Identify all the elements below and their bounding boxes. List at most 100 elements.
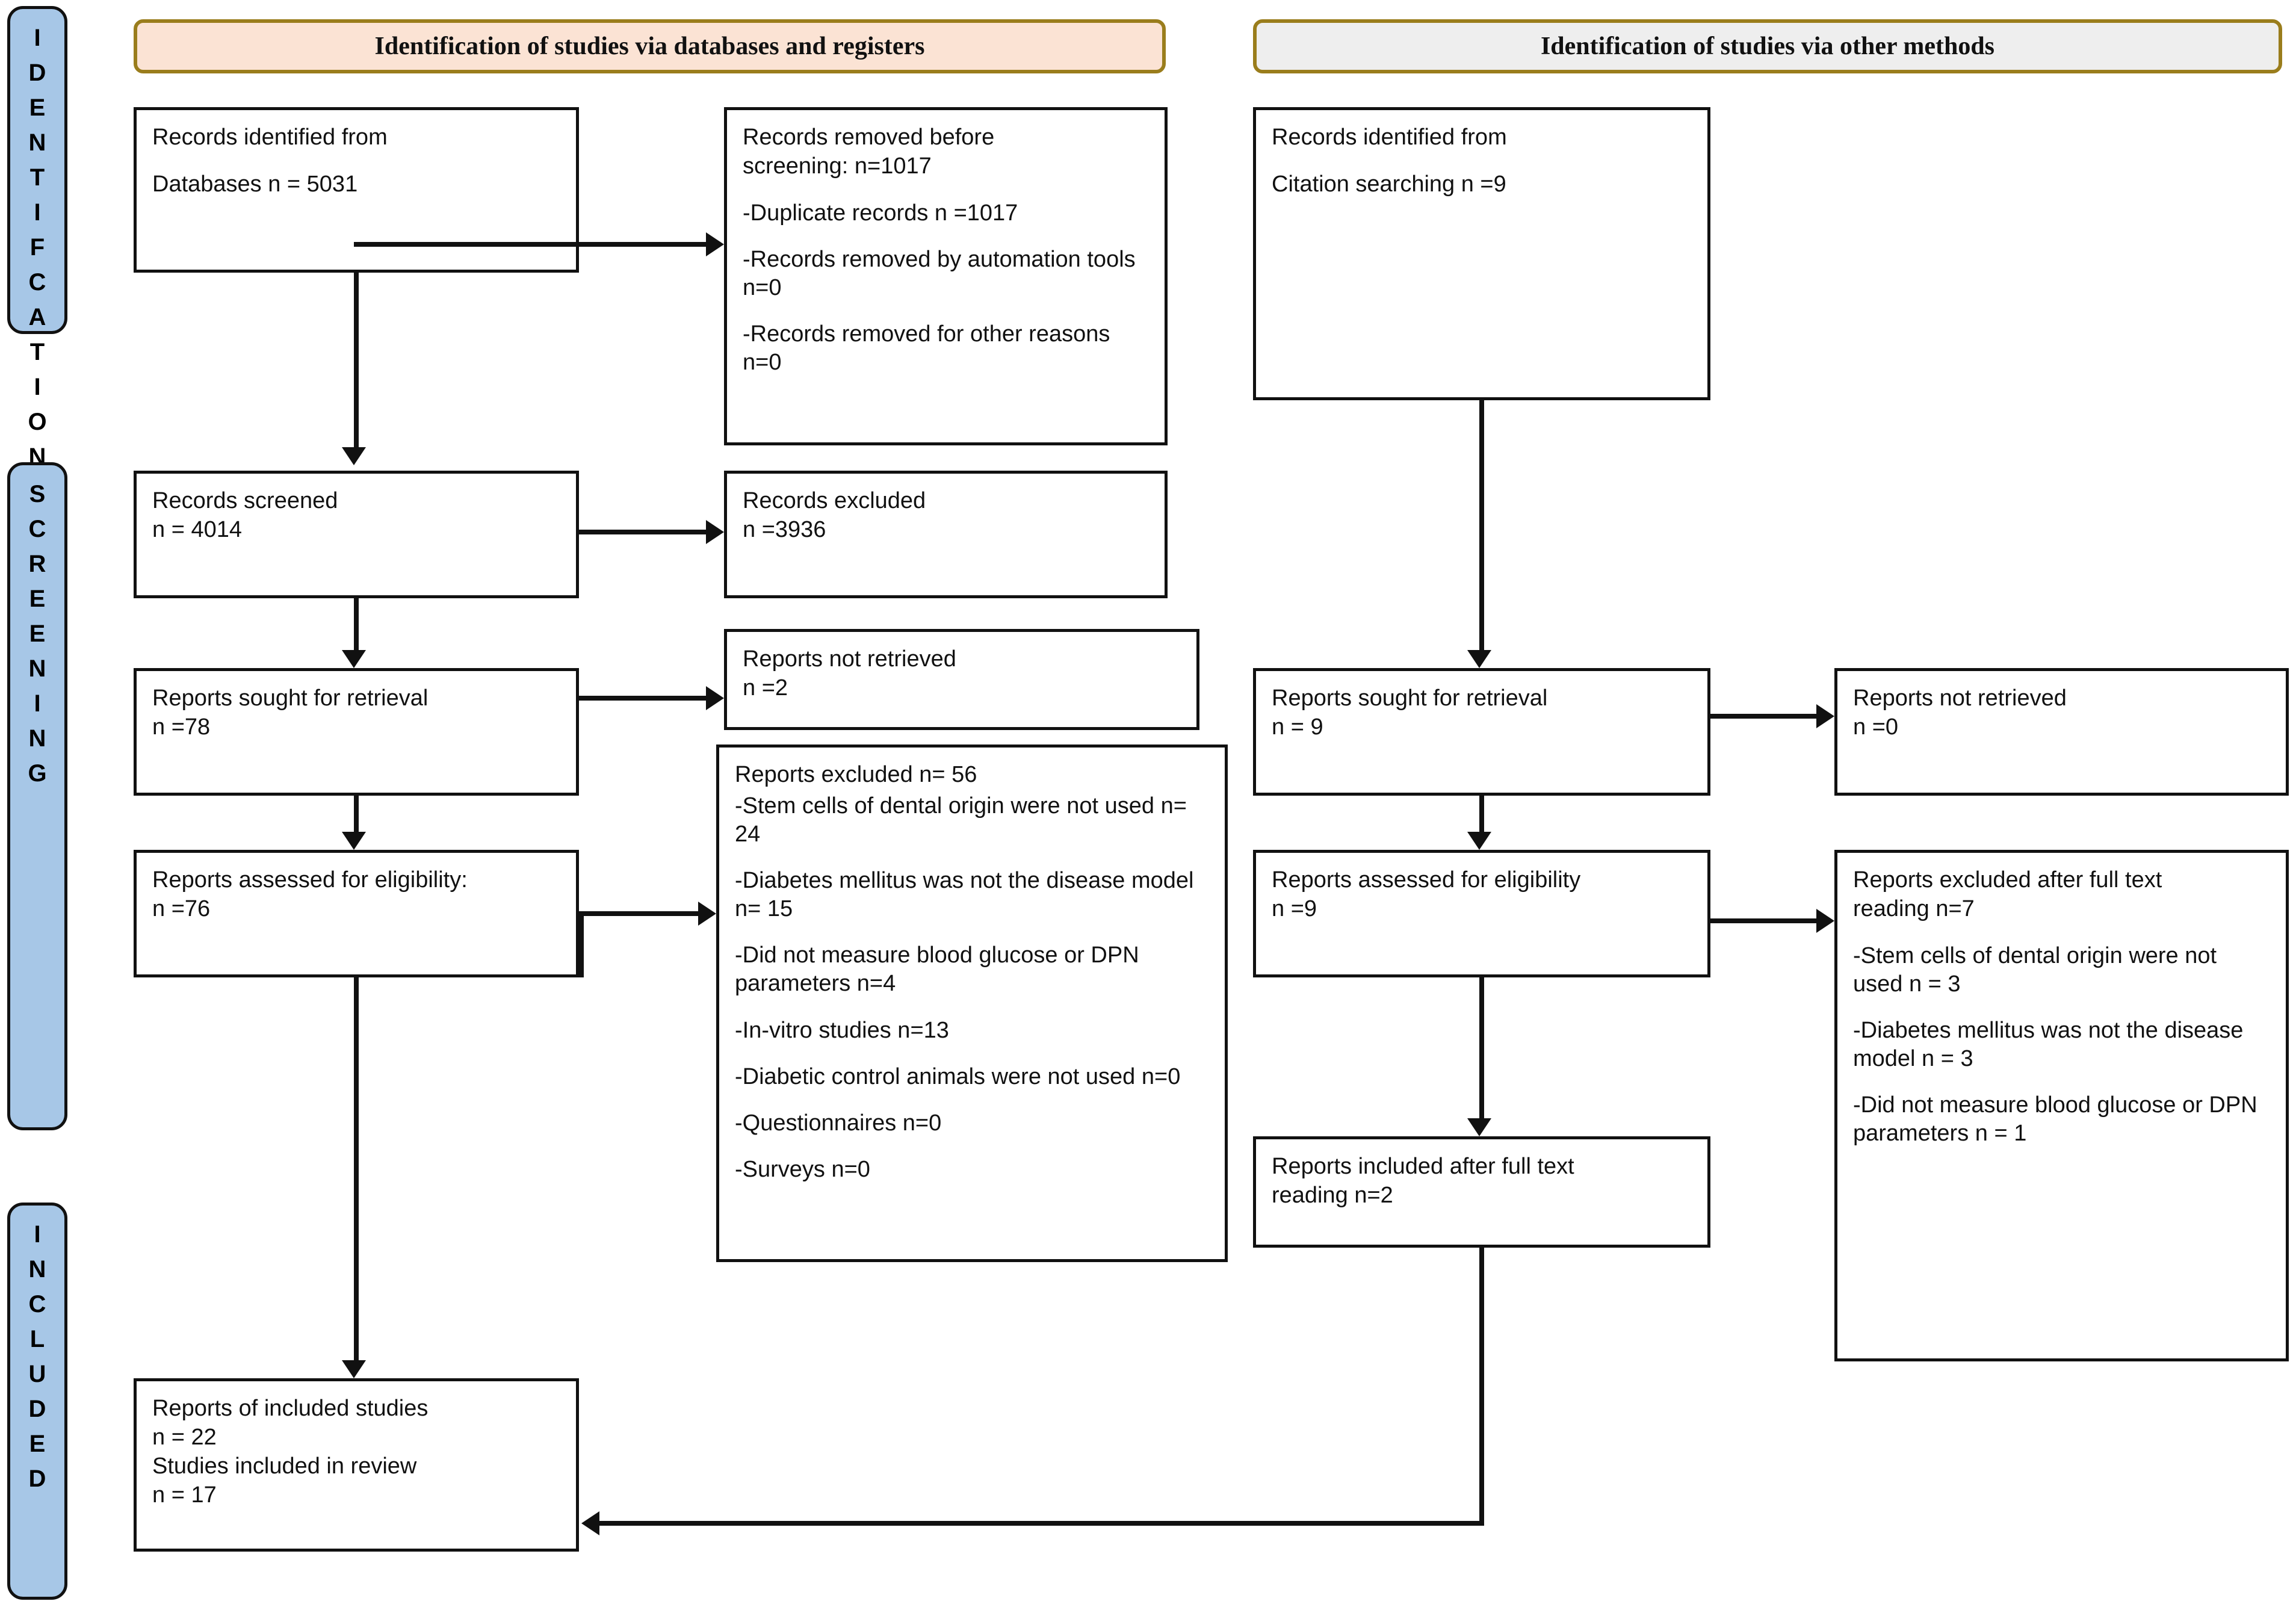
connector-assessed-to-included-right	[1479, 977, 1484, 1118]
box-records-excluded: Records excluded n =3936	[724, 471, 1168, 598]
box-reports-assessed-eligibility-right: Reports assessed for eligibility n =9	[1253, 850, 1710, 977]
arrow-screened-to-excluded	[706, 520, 724, 544]
records-identified-citation-line2: Citation searching n =9	[1272, 171, 1506, 197]
arrow-assessed-to-excluded-right	[1816, 909, 1834, 933]
arrow-citation-to-sought-right	[1467, 650, 1491, 668]
reports-excluded-full-text-title-line2: reading n=7	[1853, 896, 1975, 921]
stage-band-screening-label: SCREENING	[24, 481, 51, 795]
reports-assessed-right-line1: Reports assessed for eligibility	[1272, 867, 1581, 893]
reports-excluded-full-text-reason-list: -Stem cells of dental origin were not us…	[1853, 942, 2270, 1148]
reports-assessed-left-line2: n =76	[152, 896, 211, 921]
box-records-identified-citation: Records identified from Citation searchi…	[1253, 107, 1710, 400]
stage-band-included-label: INCLUDED	[24, 1221, 51, 1500]
records-screened-line2: n = 4014	[152, 516, 242, 542]
box-records-screened: Records screened n = 4014	[134, 471, 579, 598]
records-screened-line1: Records screened	[152, 488, 338, 513]
arrow-sought-to-assessed-left	[342, 832, 366, 850]
reports-excluded-56-reason-item: -Diabetes mellitus was not the disease m…	[735, 868, 1194, 922]
connector-sought-to-assessed-left	[354, 796, 359, 832]
stage-band-screening: SCREENING	[7, 462, 67, 1130]
box-reports-excluded-full-text: Reports excluded after full text reading…	[1834, 850, 2289, 1361]
records-removed-reason-item: -Duplicate records n =1017	[743, 200, 1018, 226]
reports-included-line2: n = 22	[152, 1424, 217, 1450]
records-excluded-line2: n =3936	[743, 516, 826, 542]
reports-included-line1: Reports of included studies	[152, 1396, 429, 1421]
records-removed-title-line1: Records removed before	[743, 125, 995, 150]
reports-excluded-56-reason-item: -Did not measure blood glucose or DPN pa…	[735, 943, 1139, 997]
arrow-identified-to-removed	[706, 232, 724, 256]
reports-sought-left-line1: Reports sought for retrieval	[152, 686, 429, 711]
connector-sought-to-assessed-right	[1479, 796, 1484, 832]
reports-assessed-left-line1: Reports assessed for eligibility:	[152, 867, 468, 893]
records-removed-reason-item: -Records removed for other reasons n=0	[743, 321, 1110, 376]
box-reports-excluded-56: Reports excluded n= 56 -Stem cells of de…	[716, 745, 1228, 1262]
connector-assessed-to-excluded56-horizontal	[579, 911, 698, 916]
stage-band-included: INCLUDED	[7, 1203, 67, 1600]
connector-identified-to-removed-horizontal	[354, 242, 706, 247]
banner-other-methods-label: Identification of studies via other meth…	[1540, 33, 1995, 60]
connector-assessed-to-included-left	[354, 977, 359, 1360]
records-identified-databases-line2: Databases n = 5031	[152, 171, 358, 197]
box-reports-not-retrieved-right: Reports not retrieved n =0	[1834, 668, 2289, 796]
connector-citation-to-sought-right	[1479, 400, 1484, 650]
box-reports-of-included-studies: Reports of included studies n = 22 Studi…	[134, 1378, 579, 1552]
banner-databases-registers-label: Identification of studies via databases …	[374, 33, 925, 60]
arrow-assessed-to-included-right	[1467, 1118, 1491, 1136]
box-reports-included-full-text: Reports included after full text reading…	[1253, 1136, 1710, 1248]
connector-right-included-to-left-included-horizontal	[599, 1521, 1482, 1526]
box-reports-not-retrieved-left: Reports not retrieved n =2	[724, 629, 1199, 730]
records-removed-reason-item: -Records removed by automation tools n=0	[743, 246, 1136, 300]
box-records-identified-databases: Records identified from Databases n = 50…	[134, 107, 579, 273]
connector-screened-to-sought	[354, 598, 359, 650]
records-removed-title-line2: screening: n=1017	[743, 153, 932, 179]
arrow-assessed-to-included-left	[342, 1360, 366, 1378]
records-removed-reason-list: -Duplicate records n =1017 -Records remo…	[743, 199, 1149, 377]
reports-excluded-full-text-reason-item: -Stem cells of dental origin were not us…	[1853, 943, 2217, 997]
reports-not-retrieved-right-line1: Reports not retrieved	[1853, 686, 2067, 711]
reports-excluded-56-reason-item: -Questionnaires n=0	[735, 1110, 942, 1136]
arrow-sought-to-not-retrieved-left	[706, 686, 724, 710]
reports-excluded-full-text-reason-item: -Did not measure blood glucose or DPN pa…	[1853, 1092, 2257, 1147]
reports-sought-right-line2: n = 9	[1272, 714, 1323, 740]
records-identified-databases-line1: Records identified from	[152, 125, 388, 150]
reports-sought-right-line1: Reports sought for retrieval	[1272, 686, 1548, 711]
connector-sought-to-not-retrieved-right	[1710, 714, 1816, 719]
banner-other-methods: Identification of studies via other meth…	[1253, 19, 2282, 73]
arrow-sought-to-assessed-right	[1467, 832, 1491, 850]
arrow-right-included-to-left-included	[581, 1511, 599, 1535]
reports-assessed-right-line2: n =9	[1272, 896, 1317, 921]
reports-excluded-56-reason-item: -Diabetic control animals were not used …	[735, 1063, 1181, 1089]
reports-not-retrieved-right-line2: n =0	[1853, 714, 1899, 740]
stage-band-identification: IDENTIFCATION	[7, 6, 67, 478]
reports-included-full-text-line2: reading n=2	[1272, 1182, 1393, 1208]
banner-databases-registers: Identification of studies via databases …	[134, 19, 1166, 73]
box-reports-assessed-eligibility-left: Reports assessed for eligibility: n =76	[134, 850, 579, 977]
reports-included-line4: n = 17	[152, 1482, 217, 1508]
reports-not-retrieved-left-line2: n =2	[743, 675, 788, 701]
reports-included-line3: Studies included in review	[152, 1453, 417, 1479]
reports-included-full-text-line1: Reports included after full text	[1272, 1154, 1574, 1179]
connector-identified-to-screened	[354, 273, 359, 447]
stage-band-identification-label: IDENTIFCATION	[24, 25, 51, 478]
records-identified-citation-line1: Records identified from	[1272, 125, 1507, 150]
box-reports-sought-retrieval-left: Reports sought for retrieval n =78	[134, 668, 579, 796]
reports-excluded-56-reason-list: -Stem cells of dental origin were not us…	[735, 792, 1209, 1184]
connector-right-included-to-left-included-vertical	[1479, 1248, 1484, 1526]
reports-excluded-full-text-reason-item: -Diabetes mellitus was not the disease m…	[1853, 1017, 2244, 1072]
reports-excluded-full-text-title-line1: Reports excluded after full text	[1853, 867, 2162, 893]
connector-assessed-to-excluded-right	[1710, 918, 1816, 923]
reports-excluded-56-reason-item: -Stem cells of dental origin were not us…	[735, 793, 1187, 847]
box-reports-sought-retrieval-right: Reports sought for retrieval n = 9	[1253, 668, 1710, 796]
arrow-identified-to-screened	[342, 447, 366, 465]
reports-not-retrieved-left-line1: Reports not retrieved	[743, 646, 956, 672]
arrow-screened-to-sought	[342, 650, 366, 668]
reports-excluded-56-reason-item: -In-vitro studies n=13	[735, 1017, 949, 1043]
box-records-removed-before-screening: Records removed before screening: n=1017…	[724, 107, 1168, 445]
records-excluded-line1: Records excluded	[743, 488, 926, 513]
arrow-assessed-to-excluded56	[698, 902, 716, 926]
connector-screened-to-excluded	[579, 530, 706, 534]
reports-excluded-56-reason-item: -Surveys n=0	[735, 1156, 870, 1182]
connector-assessed-to-excluded56-vertical	[579, 914, 584, 977]
arrow-sought-to-not-retrieved-right	[1816, 704, 1834, 728]
